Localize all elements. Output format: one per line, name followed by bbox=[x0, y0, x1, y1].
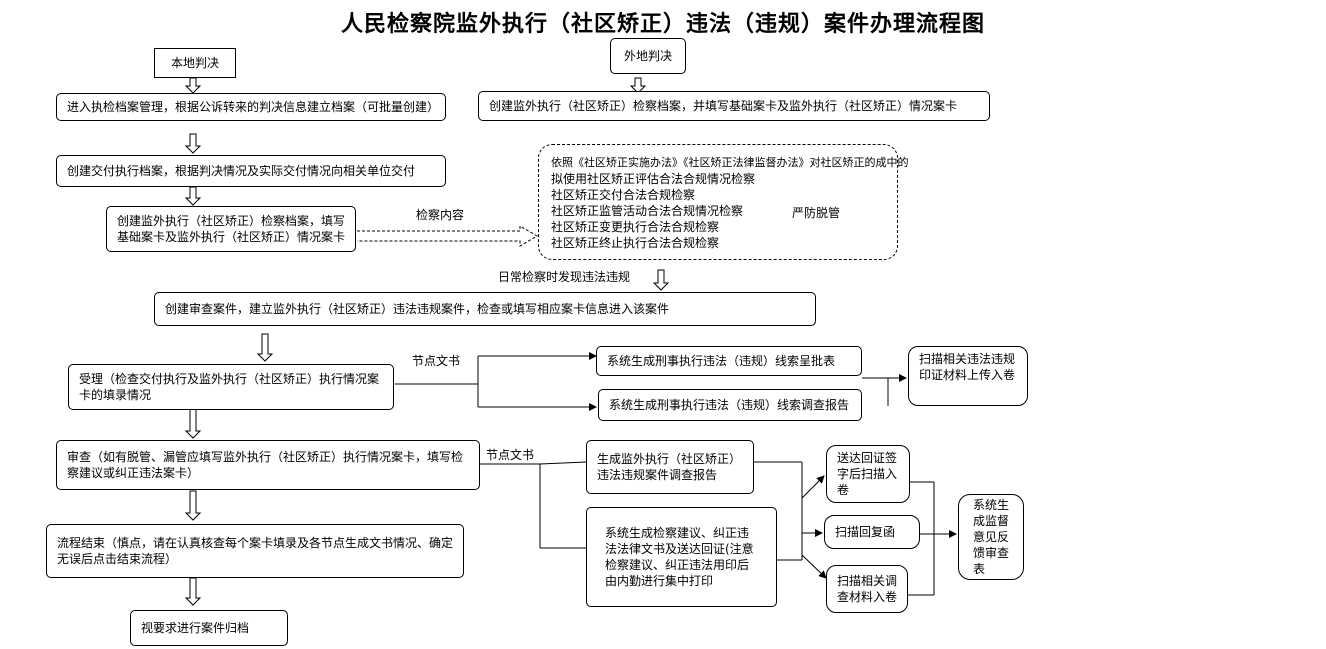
create-archive-text: 进入执检档案管理，根据公诉转来的判决信息建立档案（可批量创建） bbox=[67, 100, 440, 114]
node-document-label-1: 节点文书 bbox=[412, 354, 461, 368]
clue-approval-text: 系统生成刑事执行违法（违规）线索呈批表 bbox=[607, 354, 836, 368]
content-line: 社区矫正监管活动合法合规情况检察 bbox=[551, 204, 744, 218]
down-arrow-icon bbox=[184, 407, 202, 439]
create-review-case-text: 创建审查案件，建立监外执行（社区矫正）违法违规案件，检查或填写相应案卡信息进入该… bbox=[165, 302, 670, 316]
down-arrow-icon bbox=[184, 77, 202, 94]
down-arrow-icon bbox=[184, 490, 202, 521]
scan-evidence-box: 扫描相关违法违规印证材料上传入卷 bbox=[908, 346, 1028, 406]
generate-suggestion-text: 系统生成检察建议、纠正违法法律文书及送达回证(注意检察建议、纠正违法用印后由内勤… bbox=[605, 526, 754, 588]
create-review-case-box: 创建审查案件，建立监外执行（社区矫正）违法违规案件，检查或填写相应案卡信息进入该… bbox=[154, 292, 816, 326]
deliver-receipt-text: 送达回证签字后扫描入卷 bbox=[837, 451, 898, 497]
generate-report-text: 生成监外执行（社区矫正）违法违规案件调查报告 bbox=[597, 452, 742, 482]
supervision-archive-text: 创建监外执行（社区矫正）检察档案，填写基础案卡及监外执行（社区矫正）情况案卡 bbox=[117, 214, 346, 244]
scan-investigation-box: 扫描相关调查材料入卷 bbox=[826, 565, 908, 613]
remote-archive-box: 创建监外执行（社区矫正）检察档案，并填写基础案卡及监外执行（社区矫正）情况案卡 bbox=[478, 91, 990, 121]
scan-reply-box: 扫描回复函 bbox=[824, 515, 920, 549]
deliver-receipt-box: 送达回证签字后扫描入卷 bbox=[826, 445, 910, 503]
accept-review-text: 受理（检查交付执行及监外执行（社区矫正）执行情况案卡的填录情况 bbox=[79, 372, 380, 402]
process-end-box: 流程结束（慎点，请在认真核查每个案卡填录及各节点生成文书情况、确定无误后点击结束… bbox=[46, 524, 464, 578]
content-line: 拟使用社区矫正评估合法合规情况检察 bbox=[551, 172, 756, 186]
scan-investigation-text: 扫描相关调查材料入卷 bbox=[837, 574, 898, 604]
content-line: 依照《社区矫正实施办法》《社区矫正法律监督办法》对社区矫正的成中的 bbox=[551, 156, 909, 169]
local-judgment-box: 本地判决 bbox=[154, 48, 236, 78]
remote-judgment-box: 外地判决 bbox=[610, 38, 686, 74]
accept-review-box: 受理（检查交付执行及监外执行（社区矫正）执行情况案卡的填录情况 bbox=[68, 364, 394, 410]
inspection-content-box: 依照《社区矫正实施办法》《社区矫正法律监督办法》对社区矫正的成中的 拟使用社区矫… bbox=[538, 144, 909, 260]
delivery-archive-text: 创建交付执行档案，根据判决情况及实际交付情况向相关单位交付 bbox=[67, 164, 416, 178]
down-arrow-icon bbox=[184, 133, 202, 154]
archive-text: 视要求进行案件归档 bbox=[141, 621, 250, 635]
prevent-escape-label: 严防脱管 bbox=[792, 206, 841, 220]
scan-evidence-text: 扫描相关违法违规印证材料上传入卷 bbox=[919, 352, 1016, 382]
scan-reply-text: 扫描回复函 bbox=[835, 525, 896, 539]
process-end-text: 流程结束（慎点，请在认真核查每个案卡填录及各节点生成文书情况、确定无误后点击结束… bbox=[57, 536, 454, 566]
generate-report-box: 生成监外执行（社区矫正）违法违规案件调查报告 bbox=[586, 440, 754, 494]
down-arrow-icon bbox=[629, 77, 647, 94]
feedback-review-text: 系统生成监督意见反馈审查表 bbox=[973, 498, 1010, 576]
down-arrow-icon bbox=[184, 186, 202, 206]
down-arrow-icon bbox=[184, 577, 202, 606]
clue-investigation-text: 系统生成刑事执行违法（违规）线索调查报告 bbox=[609, 398, 850, 412]
page-title: 人民检察院监外执行（社区矫正）违法（违规）案件办理流程图 bbox=[340, 11, 985, 37]
archive-box: 视要求进行案件归档 bbox=[130, 610, 288, 646]
down-arrow-icon bbox=[256, 333, 274, 362]
generate-suggestion-box: 系统生成检察建议、纠正违法法律文书及送达回证(注意检察建议、纠正违法用印后由内勤… bbox=[586, 507, 777, 607]
clue-investigation-box: 系统生成刑事执行违法（违规）线索调查报告 bbox=[598, 389, 862, 421]
remote-judgment-label: 外地判决 bbox=[623, 49, 672, 63]
local-judgment-label: 本地判决 bbox=[170, 56, 219, 70]
daily-inspection-label: 日常检察时发现违法违规 bbox=[498, 270, 631, 284]
content-line: 社区矫正交付合法合规检察 bbox=[551, 188, 696, 202]
delivery-archive-box: 创建交付执行档案，根据判决情况及实际交付情况向相关单位交付 bbox=[56, 155, 446, 187]
inspection-content-label: 检察内容 bbox=[416, 208, 465, 222]
down-arrow-icon bbox=[652, 269, 670, 291]
node-document-label-2: 节点文书 bbox=[486, 448, 535, 462]
remote-archive-text: 创建监外执行（社区矫正）检察档案，并填写基础案卡及监外执行（社区矫正）情况案卡 bbox=[489, 99, 958, 113]
clue-approval-box: 系统生成刑事执行违法（违规）线索呈批表 bbox=[596, 346, 862, 376]
audit-box: 审查（如有脱管、漏管应填写监外执行（社区矫正）执行情况案卡，填写检察建议或纠正违… bbox=[56, 440, 480, 490]
feedback-review-box: 系统生成监督意见反馈审查表 bbox=[958, 494, 1024, 580]
content-line: 社区矫正变更执行合法合规检察 bbox=[551, 220, 720, 234]
audit-text: 审查（如有脱管、漏管应填写监外执行（社区矫正）执行情况案卡，填写检察建议或纠正违… bbox=[67, 450, 464, 480]
create-archive-box: 进入执检档案管理，根据公诉转来的判决信息建立档案（可批量创建） bbox=[56, 93, 446, 121]
supervision-archive-box: 创建监外执行（社区矫正）检察档案，填写基础案卡及监外执行（社区矫正）情况案卡 bbox=[106, 206, 356, 252]
content-line: 社区矫正终止执行合法合规检察 bbox=[551, 236, 720, 250]
